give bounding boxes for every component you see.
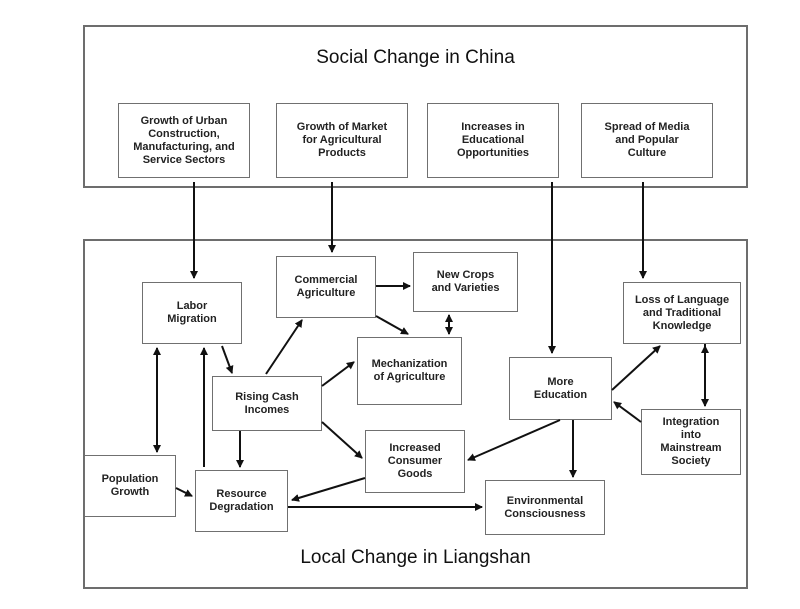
node-consumer-goods: Increased Consumer Goods [365,430,465,493]
arrow-moreedu-to-consumer [467,419,561,461]
arrow-moreedu-to-loss [611,345,661,391]
arrow-rising-to-mechanization [321,361,355,387]
node-mechanization: Mechanization of Agriculture [357,337,462,405]
node-labor-migration: Labor Migration [142,282,242,344]
arrow-consumer-to-resource [291,477,366,502]
node-resource-degradation: Resource Degradation [195,470,288,532]
node-integration: Integration into Mainstream Society [641,409,741,475]
node-urban-growth: Growth of Urban Construction, Manufactur… [118,103,250,178]
arrow-population-to-resource [175,487,193,497]
arrow-commercial-to-mechanization [375,315,409,335]
node-market-growth: Growth of Market for Agricultural Produc… [276,103,408,178]
node-commercial-agriculture: Commercial Agriculture [276,256,376,318]
node-media-spread: Spread of Media and Popular Culture [581,103,713,178]
node-rising-cash-incomes: Rising Cash Incomes [212,376,322,431]
arrow-integration-to-moreedu [613,401,642,423]
arrow-rising-to-commercial [265,319,303,375]
node-environmental-consciousness: Environmental Consciousness [485,480,605,535]
social-change-title: Social Change in China [316,47,515,68]
node-population-growth: Population Growth [84,455,176,517]
node-new-crops: New Crops and Varieties [413,252,518,312]
arrow-labor-to-rising [221,345,234,374]
arrow-rising-to-consumer [321,421,363,459]
node-educational-opportunities: Increases in Educational Opportunities [427,103,559,178]
local-change-title: Local Change in Liangshan [300,547,531,568]
node-loss-of-language: Loss of Language and Traditional Knowled… [623,282,741,344]
node-more-education: More Education [509,357,612,420]
